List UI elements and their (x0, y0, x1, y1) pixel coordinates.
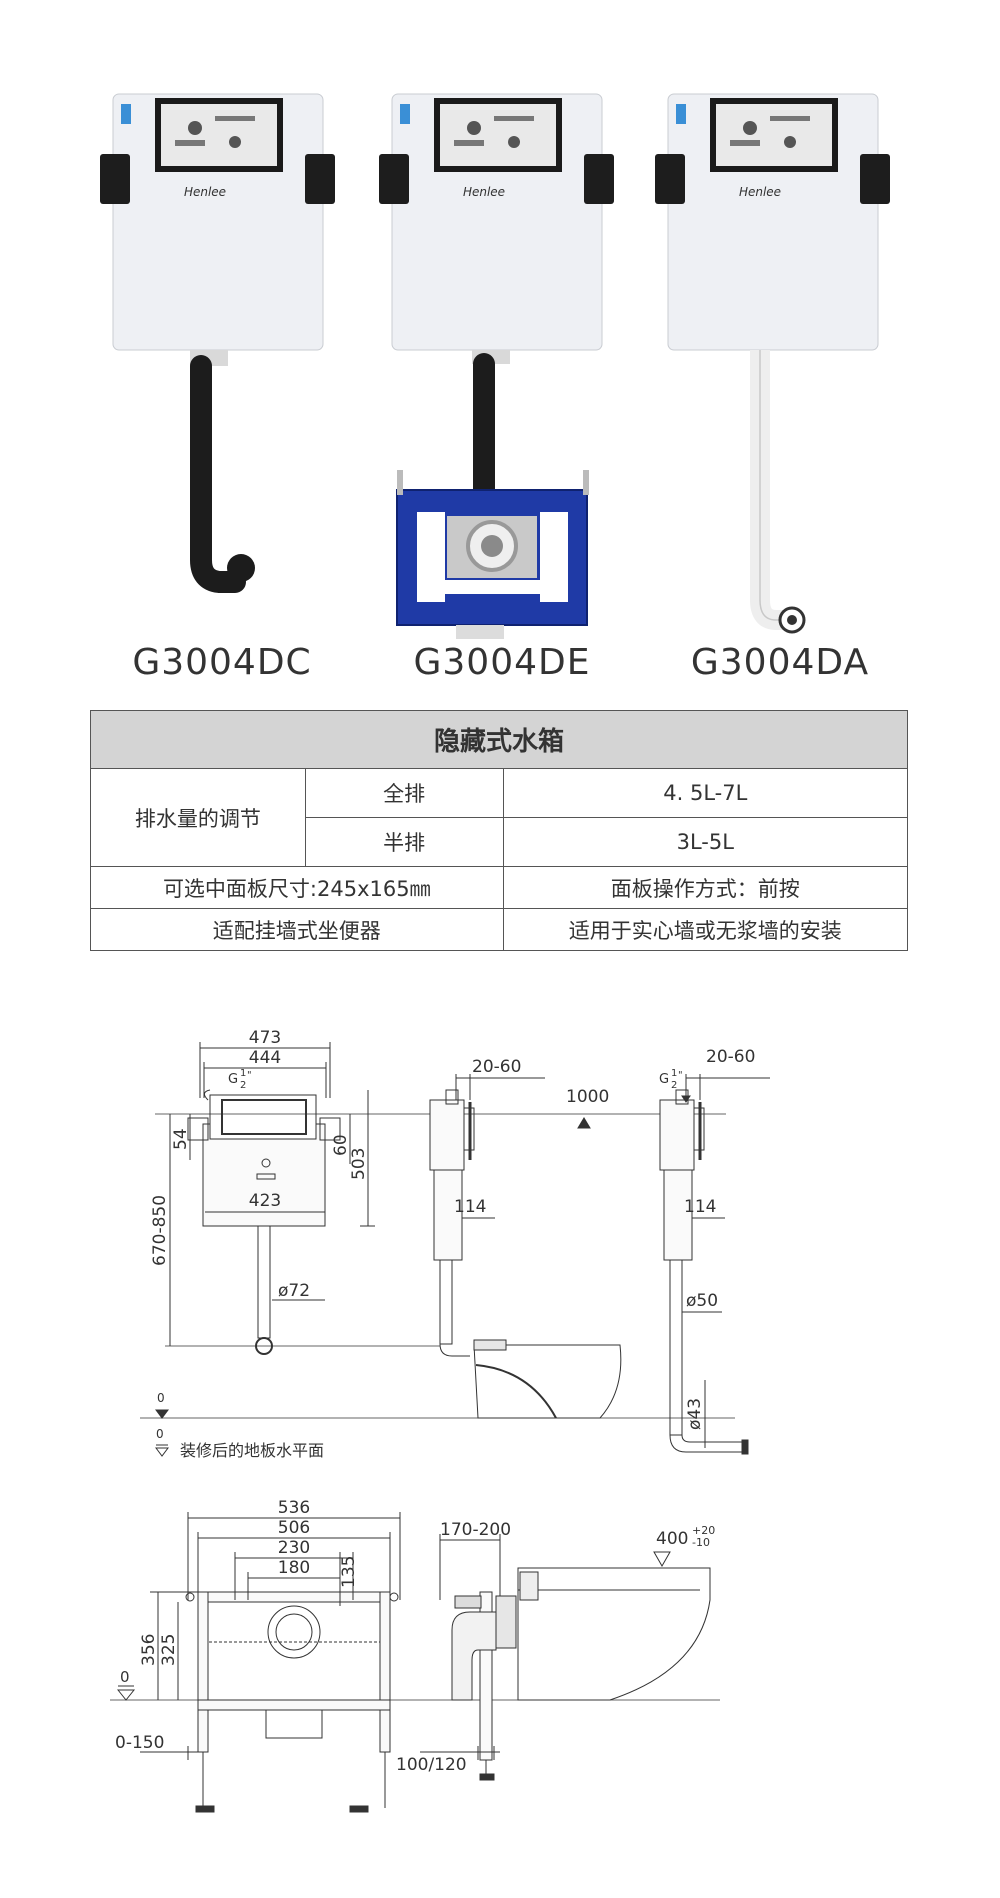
model-label-g3004dc: G3004DC (132, 642, 312, 683)
half-flush-label: 半排 (304, 817, 504, 867)
dim-506: 506 (278, 1518, 310, 1538)
spec-table: 隐藏式水箱 排水量的调节 全排 4. 5L-7L 半排 3L-5L 可选中面板尺… (90, 710, 909, 951)
product-photo-g3004de: Henlee (379, 93, 614, 639)
model-label-g3004de: G3004DE (413, 642, 591, 683)
dim-43: ø43 (685, 1398, 705, 1430)
dim-54: 54 (171, 1128, 191, 1150)
side-view-de-drawing (429, 1074, 622, 1419)
dim-170-200: 170-200 (440, 1520, 511, 1540)
dim-670-850: 670-850 (150, 1195, 170, 1266)
spec-table-title: 隐藏式水箱 (90, 710, 908, 769)
frame-side-drawing (420, 1534, 711, 1781)
wall-fit: 适用于实心墙或无浆墙的安装 (502, 908, 909, 951)
dim-da-g-den: 2 (671, 1080, 677, 1091)
dim-60: 60 (331, 1134, 351, 1156)
dim-g-den: 2 (240, 1080, 246, 1091)
brand-logo: Henlee (463, 185, 505, 199)
dim-g-num: 1 (240, 1068, 246, 1079)
zero-mark-note: 0 (156, 1427, 164, 1441)
dim-135: 135 (339, 1556, 359, 1588)
full-flush-value: 4. 5L-7L (502, 768, 909, 818)
dim-444: 444 (249, 1048, 281, 1068)
dim-536: 536 (278, 1498, 310, 1518)
dim-da-g-label: G (659, 1072, 669, 1087)
dim-356: 356 (139, 1634, 159, 1666)
zero-mark-front: 0 (157, 1391, 165, 1405)
dim-72: ø72 (278, 1281, 310, 1301)
dim-da-g-num: 1 (671, 1068, 677, 1079)
zero-mark-frame: 0 (120, 1668, 130, 1686)
dim-400: 400 (656, 1529, 688, 1549)
dim-g-suffix: " (247, 1070, 252, 1081)
dimension-labels: 473 444 G 1 2 " 54 60 503 670-850 423 ø7… (115, 1028, 755, 1775)
brand-logo: Henlee (184, 185, 226, 199)
dim-400-plus: +20 (692, 1524, 715, 1537)
flush-adjust-label: 排水量的调节 (90, 768, 306, 867)
side-view-da-drawing (659, 1074, 770, 1455)
floor-note: 装修后的地板水平面 (180, 1441, 324, 1460)
panel-size: 可选中面板尺寸:245x165㎜ (90, 866, 504, 909)
dim-423: 423 (249, 1191, 281, 1211)
product-photo-g3004dc: Henlee (100, 93, 335, 593)
full-flush-label: 全排 (304, 768, 504, 818)
dim-400-minus: -10 (692, 1536, 710, 1549)
panel-operation: 面板操作方式：前按 (502, 866, 909, 909)
dim-50: ø50 (686, 1291, 718, 1311)
dim-g-label: G (228, 1072, 238, 1087)
dim-230: 230 (278, 1538, 310, 1558)
dim-da-114: 114 (684, 1197, 716, 1217)
dim-da-20-60: 20-60 (706, 1047, 755, 1067)
dim-473: 473 (249, 1028, 281, 1048)
brand-logo: Henlee (739, 185, 781, 199)
dim-de-20-60: 20-60 (472, 1057, 521, 1077)
dim-325: 325 (159, 1634, 179, 1666)
dim-180: 180 (278, 1558, 310, 1578)
dim-0-150: 0-150 (115, 1733, 164, 1753)
frame-front-drawing (110, 1512, 720, 1813)
dim-de-114: 114 (454, 1197, 486, 1217)
dim-da-g-suffix: " (678, 1070, 683, 1081)
dim-503: 503 (349, 1148, 369, 1180)
product-photo-g3004da: Henlee (655, 93, 890, 634)
front-elevation-drawing (140, 1042, 735, 1419)
half-flush-value: 3L-5L (502, 817, 909, 867)
model-label-g3004da: G3004DA (690, 642, 870, 683)
technical-drawings: 473 444 G 1 2 " 54 60 503 670-850 423 ø7… (110, 1028, 770, 1813)
dim-100-120: 100/120 (396, 1755, 467, 1775)
toilet-fit: 适配挂墙式坐便器 (90, 908, 504, 951)
dim-1000: 1000 (566, 1087, 609, 1107)
